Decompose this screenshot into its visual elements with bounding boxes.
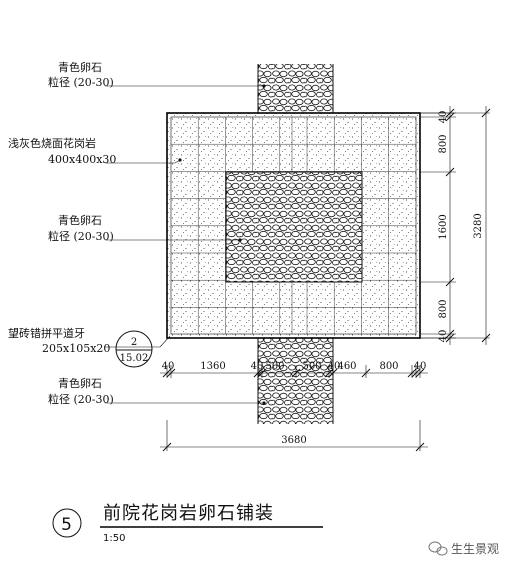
watermark: 生生景观 — [428, 541, 499, 556]
dim-bottom-4: 500 — [265, 361, 284, 372]
dim-bottom-1: 40 — [162, 361, 175, 372]
label-pebble-bot-name: 青色卵石 — [58, 376, 102, 390]
dim-bottom-8: 800 — [379, 361, 398, 372]
material-labels: 青色卵石 粒径 (20-30) 浅灰色烧面花岗岩 400x400x30 青色卵石… — [8, 60, 116, 406]
brick-edging — [170, 116, 417, 335]
granite-tile-grid — [171, 117, 416, 334]
dim-total-height: 3280 — [473, 213, 484, 238]
dim-right-2: 800 — [438, 134, 449, 153]
label-pebble-mid-size: 粒径 (20-30) — [48, 229, 114, 243]
wechat-icon — [428, 541, 448, 556]
dim-total-width: 3680 — [281, 435, 306, 446]
dim-bottom-7: 460 — [337, 361, 356, 372]
bottom-dimensions: 40 1360 40 500 500 40 460 800 40 3680 — [160, 361, 428, 452]
detail-reference: 2 15.02 — [115, 330, 153, 368]
label-pebble-top-size: 粒径 (20-30) — [48, 75, 114, 89]
detail-sheet: 15.02 — [120, 353, 149, 364]
dim-bottom-9: 40 — [414, 361, 427, 372]
label-pebble-mid-name: 青色卵石 — [58, 213, 102, 227]
bottom-pebble-path — [257, 338, 334, 424]
dim-right-5: 40 — [438, 330, 449, 343]
drawing-scale: 1:50 — [103, 533, 125, 544]
top-pebble-path — [257, 64, 334, 113]
label-pebble-top-name: 青色卵石 — [58, 60, 102, 74]
label-brick-size: 205x105x20 — [42, 342, 110, 355]
detail-number: 2 — [131, 337, 137, 348]
drawing-number: 5 — [61, 515, 73, 535]
label-brick-name: 望砖错拼平道牙 — [8, 326, 85, 340]
leader-lines — [105, 84, 266, 405]
dim-right-1: 40 — [438, 111, 449, 124]
paving-outline — [166, 112, 421, 339]
dim-right-4: 800 — [438, 299, 449, 318]
label-granite-size: 400x400x30 — [48, 153, 116, 166]
right-dimensions: 40 800 1600 800 40 3280 — [420, 106, 491, 345]
dim-bottom-6: 40 — [328, 361, 341, 372]
drawing-title: 前院花岗岩卵石铺装 — [103, 503, 274, 524]
center-pebble-panel — [225, 171, 363, 283]
dim-bottom-3: 40 — [251, 361, 264, 372]
dim-bottom-2: 1360 — [200, 361, 225, 372]
label-pebble-bot-size: 粒径 (20-30) — [48, 392, 114, 406]
watermark-text: 生生景观 — [451, 542, 499, 556]
drawing-title-block: 5 前院花岗岩卵石铺装 1:50 — [52, 503, 323, 544]
label-granite-name: 浅灰色烧面花岗岩 — [8, 136, 96, 150]
dim-right-3: 1600 — [438, 214, 449, 239]
dim-bottom-5: 500 — [302, 361, 321, 372]
